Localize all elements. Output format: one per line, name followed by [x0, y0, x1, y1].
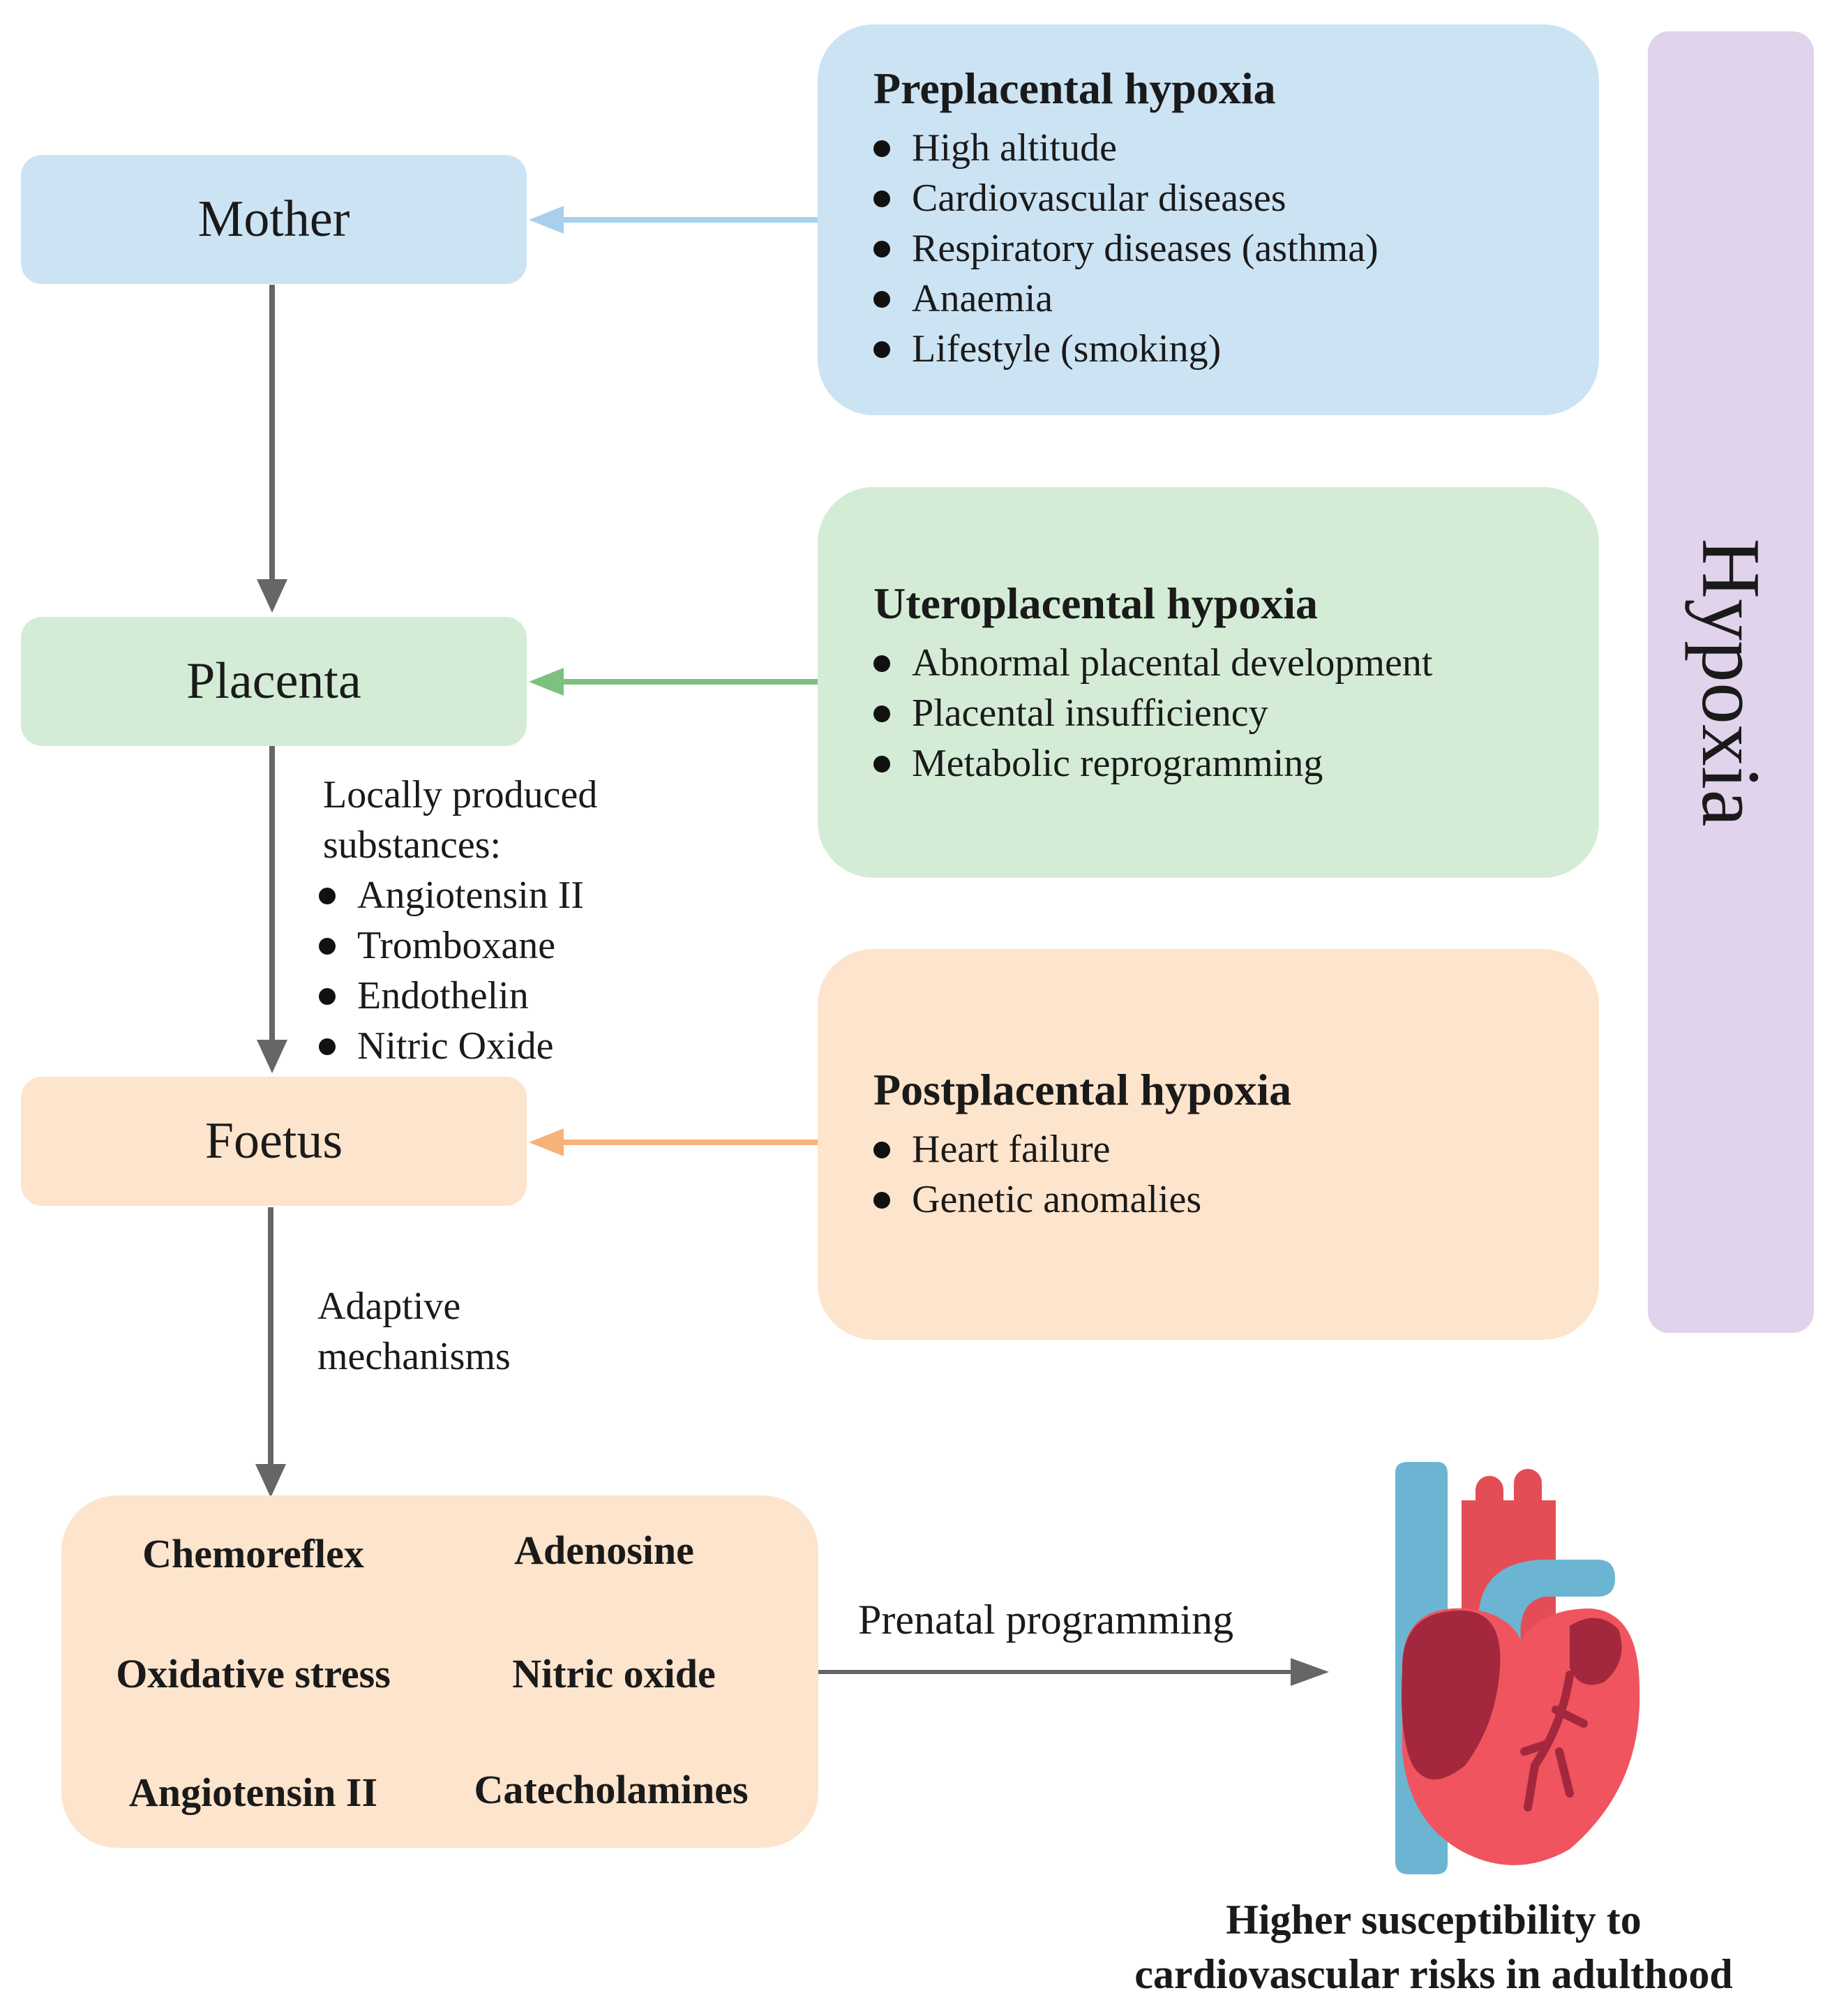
uteroplacental-item: Metabolic reprogramming	[873, 738, 1599, 789]
outcome-line2: cardiovascular risks in adulthood	[1134, 1951, 1733, 1997]
preplacental-item: Anaemia	[873, 274, 1599, 324]
outcome-caption: Higher susceptibility to cardiovascular …	[1067, 1892, 1800, 2001]
arrowhead-placenta-to-foetus	[257, 1040, 287, 1073]
preplacental-item: High altitude	[873, 123, 1599, 173]
hypoxia-bar: Hypoxia	[1648, 31, 1814, 1333]
arrowhead-preplacental-to-mother	[529, 206, 564, 234]
adaptive-mechanisms-label: Adaptive mechanisms	[317, 1281, 511, 1382]
local-substances-heading-line2: substances:	[323, 823, 502, 867]
arrowhead-mother-to-placenta	[257, 579, 287, 613]
prenatal-programming-label: Prenatal programming	[858, 1597, 1234, 1643]
adaptive-line1: Adaptive	[317, 1285, 461, 1328]
preplacental-item: Cardiovascular diseases	[873, 173, 1599, 223]
mother-node: Mother	[21, 155, 527, 284]
arrowhead-foetus-to-mechanisms	[255, 1464, 286, 1498]
postplacental-item: Heart failure	[873, 1124, 1599, 1174]
mechanism-item: Oxidative stress	[116, 1651, 391, 1696]
mechanisms-box: Chemoreflex Adenosine Oxidative stress N…	[61, 1495, 818, 1848]
outcome-line1: Higher susceptibility to	[1226, 1897, 1642, 1943]
mechanism-item: Catecholamines	[474, 1767, 749, 1812]
mechanism-item: Chemoreflex	[142, 1531, 364, 1576]
placenta-label: Placenta	[186, 652, 361, 710]
heart-icon	[1395, 1462, 1640, 1874]
foetus-node: Foetus	[21, 1077, 527, 1206]
uteroplacental-item: Placental insufficiency	[873, 688, 1599, 738]
preplacental-item: Respiratory diseases (asthma)	[873, 223, 1599, 274]
adaptive-line2: mechanisms	[317, 1335, 511, 1378]
local-substances-list: Angiotensin II Tromboxane Endothelin Nit…	[319, 870, 597, 1071]
postplacental-list: Heart failure Genetic anomalies	[873, 1124, 1599, 1225]
local-substance-item: Angiotensin II	[319, 870, 597, 920]
mechanism-item: Adenosine	[514, 1528, 694, 1573]
uteroplacental-item: Abnormal placental development	[873, 638, 1599, 688]
mother-label: Mother	[197, 191, 350, 248]
postplacental-panel: Postplacental hypoxia Heart failure Gene…	[818, 949, 1599, 1340]
local-substances-heading-line1: Locally produced	[323, 773, 598, 816]
preplacental-list: High altitude Cardiovascular diseases Re…	[873, 123, 1599, 374]
foetus-label: Foetus	[204, 1112, 343, 1170]
local-substances: Locally produced substances: Angiotensin…	[319, 770, 598, 1071]
uteroplacental-panel: Uteroplacental hypoxia Abnormal placenta…	[818, 487, 1599, 878]
postplacental-title: Postplacental hypoxia	[873, 1065, 1292, 1114]
local-substance-item: Nitric Oxide	[319, 1021, 597, 1071]
local-substance-item: Tromboxane	[319, 920, 597, 971]
preplacental-title: Preplacental hypoxia	[873, 64, 1276, 113]
uteroplacental-title: Uteroplacental hypoxia	[873, 578, 1319, 628]
hypoxia-label: Hypoxia	[1685, 537, 1778, 827]
placenta-node: Placenta	[21, 617, 527, 746]
preplacental-item: Lifestyle (smoking)	[873, 324, 1599, 374]
uteroplacental-list: Abnormal placental development Placental…	[873, 638, 1599, 789]
arrowhead-postplacental-to-foetus	[529, 1128, 564, 1156]
preplacental-panel: Preplacental hypoxia High altitude Cardi…	[818, 24, 1599, 415]
arrowhead-prenatal-programming	[1291, 1658, 1329, 1686]
local-substance-item: Endothelin	[319, 971, 597, 1021]
mechanism-item: Nitric oxide	[512, 1651, 716, 1696]
mechanism-item: Angiotensin II	[128, 1770, 378, 1815]
postplacental-item: Genetic anomalies	[873, 1174, 1599, 1225]
arrowhead-uteroplacental-to-placenta	[529, 668, 564, 696]
